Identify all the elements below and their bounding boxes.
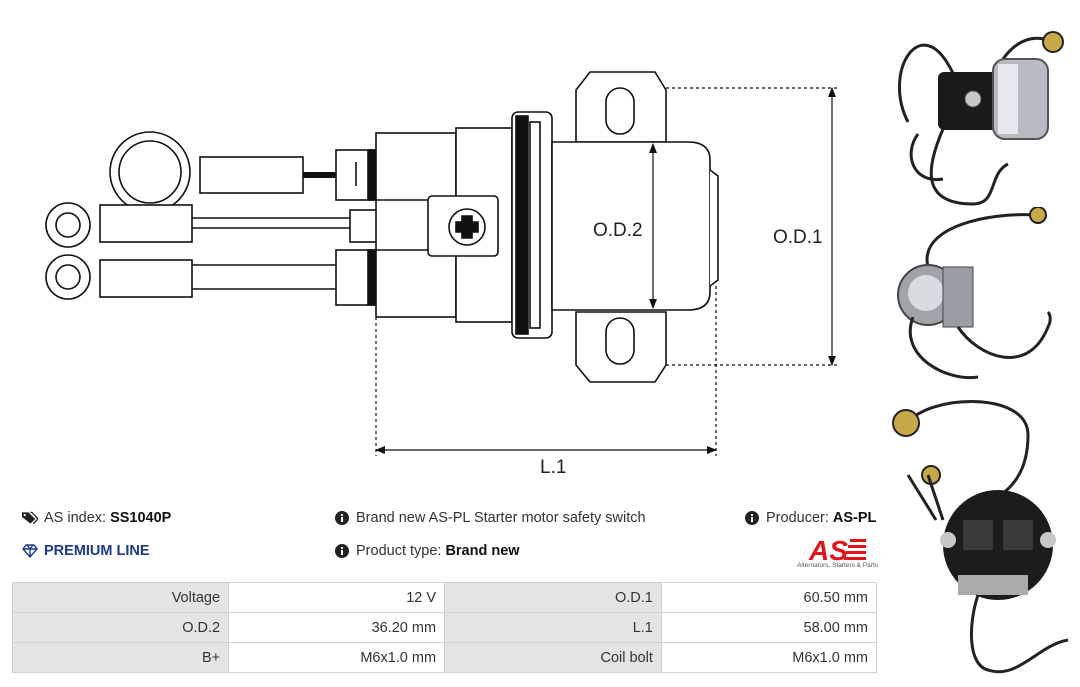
producer-value: AS-PL <box>832 510 877 526</box>
diamond-icon <box>22 543 38 559</box>
spec-label: Coil bolt <box>444 642 662 673</box>
dim-label-l1: L.1 <box>540 457 566 478</box>
spec-value: M6x1.0 mm <box>660 642 878 673</box>
dim-label-od2: O.D.2 <box>593 220 643 241</box>
description-text: Brand new AS-PL Starter motor safety swi… <box>356 510 646 526</box>
dimension-lines <box>375 87 838 456</box>
info-icon <box>334 510 350 526</box>
technical-drawing: O.D.2 O.D.1 L.1 <box>45 71 838 478</box>
spec-value: 12 V <box>228 582 446 613</box>
spec-label: O.D.2 <box>11 612 230 643</box>
info-icon <box>334 543 350 559</box>
description-row: Brand new AS-PL Starter motor safety swi… <box>334 510 646 526</box>
tags-icon <box>22 510 38 526</box>
product-type-row: Product type: Brand new <box>334 543 520 559</box>
logo-tagline: Alternators, Starters & Parts <box>797 562 878 569</box>
info-icon <box>744 510 760 526</box>
producer-label: Producer: <box>766 510 829 526</box>
producer-row: Producer: AS-PL <box>744 510 876 526</box>
spec-value: 60.50 mm <box>660 582 878 613</box>
svg-text:AS: AS <box>808 535 848 566</box>
photo-terminal-view[interactable] <box>888 395 1080 687</box>
photo-side-view[interactable] <box>888 4 1080 209</box>
premium-line-row[interactable]: PREMIUM LINE <box>22 543 150 559</box>
premium-line-label: PREMIUM LINE <box>44 543 150 559</box>
spec-label: L.1 <box>444 612 662 643</box>
product-type-label: Product type: <box>356 543 442 559</box>
solenoid-outline <box>45 71 719 383</box>
spec-value: 58.00 mm <box>660 612 878 643</box>
as-pl-logo: AS <box>808 535 866 566</box>
spec-label: B+ <box>11 642 230 673</box>
spec-value: M6x1.0 mm <box>228 642 446 673</box>
dim-label-od1: O.D.1 <box>773 227 823 248</box>
spec-label: O.D.1 <box>444 582 662 613</box>
photo-front-view[interactable] <box>888 207 1080 387</box>
as-index-label: AS index: <box>44 510 107 526</box>
product-type-value: Brand new <box>445 543 520 559</box>
spec-value: 36.20 mm <box>228 612 446 643</box>
as-index-row: AS index: SS1040P <box>22 510 171 526</box>
spec-label: Voltage <box>11 582 230 613</box>
as-index-value: SS1040P <box>110 510 172 526</box>
